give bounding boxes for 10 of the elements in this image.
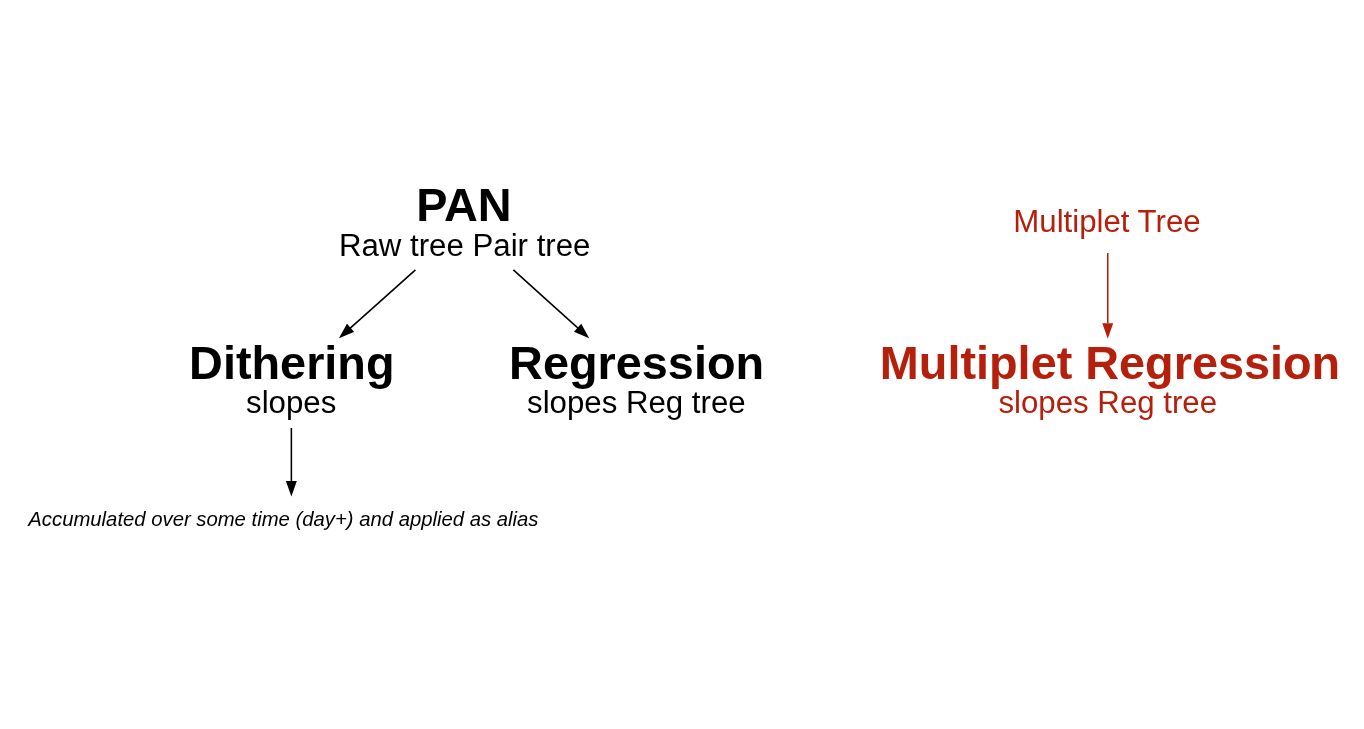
arrow: [1102, 251, 1114, 339]
node-text: PAN Raw tree Pair tree: [338, 178, 591, 263]
node-text: Multiplet Regression slopes Reg tree: [879, 336, 1341, 420]
node-text: Regression slopes Reg tree: [509, 336, 765, 420]
node-text: Accumulated over some time (day+) and applied as alias: [28, 507, 539, 530]
node-text: Multiplet Tree: [1013, 203, 1201, 239]
arrow: [338, 268, 417, 338]
arrow: [512, 268, 590, 338]
node-text: Dithering slopes: [189, 336, 395, 420]
arrow: [285, 426, 297, 497]
